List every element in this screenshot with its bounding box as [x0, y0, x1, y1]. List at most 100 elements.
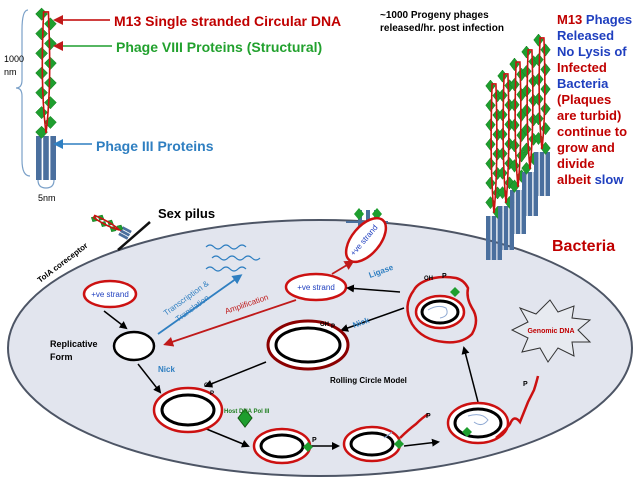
m13-phage-structure: [35, 7, 57, 180]
arrow-strand-b-to-c: [331, 260, 355, 275]
pviii-protein: [485, 176, 496, 190]
genomic-dna-label: Genomic DNA: [527, 328, 574, 335]
plus-strand-label-a: +ve strand: [91, 290, 129, 299]
piii-shaft: [522, 172, 527, 216]
mrna-squiggles: [205, 244, 261, 272]
pviii-protein: [35, 66, 48, 80]
release-note-segment: Infected: [557, 60, 607, 75]
pviii-protein: [497, 89, 508, 102]
replicative-label-2: Form: [50, 352, 73, 362]
ssdna-loop: [502, 73, 510, 204]
release-note-segment: (Plaques: [557, 92, 611, 107]
piii-shaft: [498, 206, 503, 250]
ssdna-loop: [526, 49, 534, 170]
pviii-protein: [516, 148, 527, 163]
width-label: 5nm: [38, 193, 56, 203]
progeny-line-2: released/hr. post infection: [380, 23, 504, 34]
piii-shaft: [503, 206, 509, 250]
nicked-replicative-form: [152, 386, 224, 434]
pviii-protein: [35, 27, 48, 41]
transcription-arrow: [157, 274, 243, 335]
plus-strand-ring-c: [344, 216, 388, 264]
p-label-f: P: [442, 273, 447, 280]
p-label-d: P: [426, 413, 431, 420]
arrow-rc-to-rf: [204, 361, 267, 388]
piii-shaft: [515, 190, 521, 234]
piii-shaft: [121, 226, 132, 234]
released-phage-bundle: [485, 33, 551, 260]
ssdna-loop: [490, 83, 498, 214]
replicative-form-circle: [112, 330, 156, 362]
piii-shaft: [545, 152, 550, 196]
rolling-step-3: [446, 375, 540, 445]
pviii-protein: [485, 99, 496, 112]
released-phage: [533, 33, 551, 196]
arrow-step-1: [203, 427, 250, 448]
piii-shaft: [119, 229, 131, 237]
pviii-protein: [35, 106, 48, 120]
bacteria-label: Bacteria: [552, 238, 615, 255]
oh-label-c: OH: [424, 276, 433, 282]
genomic-dna-burst: [510, 299, 592, 363]
oh-label-a: OH: [320, 322, 329, 328]
pviii-protein: [44, 56, 57, 70]
sex-pilus-label: Sex pilus: [158, 206, 215, 221]
sex-pilus-line: [117, 221, 151, 251]
attached-phage: [90, 214, 132, 240]
rolling-circle-dsdna: [266, 319, 350, 371]
pviii-protein: [35, 47, 48, 61]
plus-strand-label-b: +ve strand: [297, 283, 335, 292]
piii-shaft: [527, 172, 533, 216]
piii-shaft: [43, 136, 49, 180]
p-label-c: P: [312, 437, 317, 444]
main-phage-body: [35, 7, 57, 180]
piii-shaft: [50, 136, 56, 180]
arrow-to-nick: [340, 307, 405, 332]
ssdna-loop: [514, 61, 522, 188]
width-bracket: [37, 179, 55, 189]
pviii-protein: [540, 102, 551, 116]
arrow-step-4: [461, 346, 479, 403]
piii-shaft: [486, 216, 491, 260]
length-unit: nm: [4, 67, 17, 77]
length-bracket: [15, 9, 31, 177]
release-note-segment: grow and: [557, 140, 615, 155]
piii-shaft: [510, 190, 515, 234]
rolling-step-1: [252, 427, 313, 465]
pviii-protein: [35, 86, 48, 100]
pviii-protein: [533, 53, 544, 67]
ssdna-loop: [538, 37, 546, 150]
release-note-segment: are turbid): [557, 108, 621, 123]
progeny-line-1: ~1000 Progeny phages: [380, 10, 489, 21]
pviii-protein: [44, 17, 57, 31]
pviii-protein: [540, 43, 551, 57]
pviii-protein: [533, 33, 544, 47]
pviii-label: Phage VIII Proteins (Structural): [116, 39, 322, 55]
pviii-protein: [504, 157, 515, 170]
arrow-ligase: [346, 284, 401, 293]
pviii-protein: [485, 157, 496, 171]
circularization-stage: [406, 275, 478, 344]
release-note-segment: slow: [595, 172, 625, 187]
ssdna-label: M13 Single stranded Circular DNA: [114, 13, 341, 29]
dna-pol-iii-marker: [237, 408, 253, 428]
host-pol-label: Host DNA Pol III: [224, 409, 270, 415]
amplification-arrow: [163, 299, 297, 347]
rolling-step-2: [342, 412, 429, 463]
p-label-e: P: [523, 381, 528, 388]
piii-shaft: [118, 232, 129, 240]
release-note-segment: continue to: [557, 124, 627, 139]
pviii-protein: [521, 123, 532, 137]
piii-label: Phage III Proteins: [96, 138, 214, 154]
arrow-rf-to-nicked: [137, 363, 162, 394]
replicative-label-1: Replicative: [50, 339, 98, 349]
piii-shaft: [491, 216, 497, 260]
length-value: 1000: [4, 54, 24, 64]
release-note-segment: divide: [557, 156, 595, 171]
arrow-step-3: [403, 438, 440, 447]
release-note-segment: Phages: [586, 12, 632, 27]
small-phage-body: [90, 214, 132, 240]
p-label-b: P: [210, 391, 214, 397]
